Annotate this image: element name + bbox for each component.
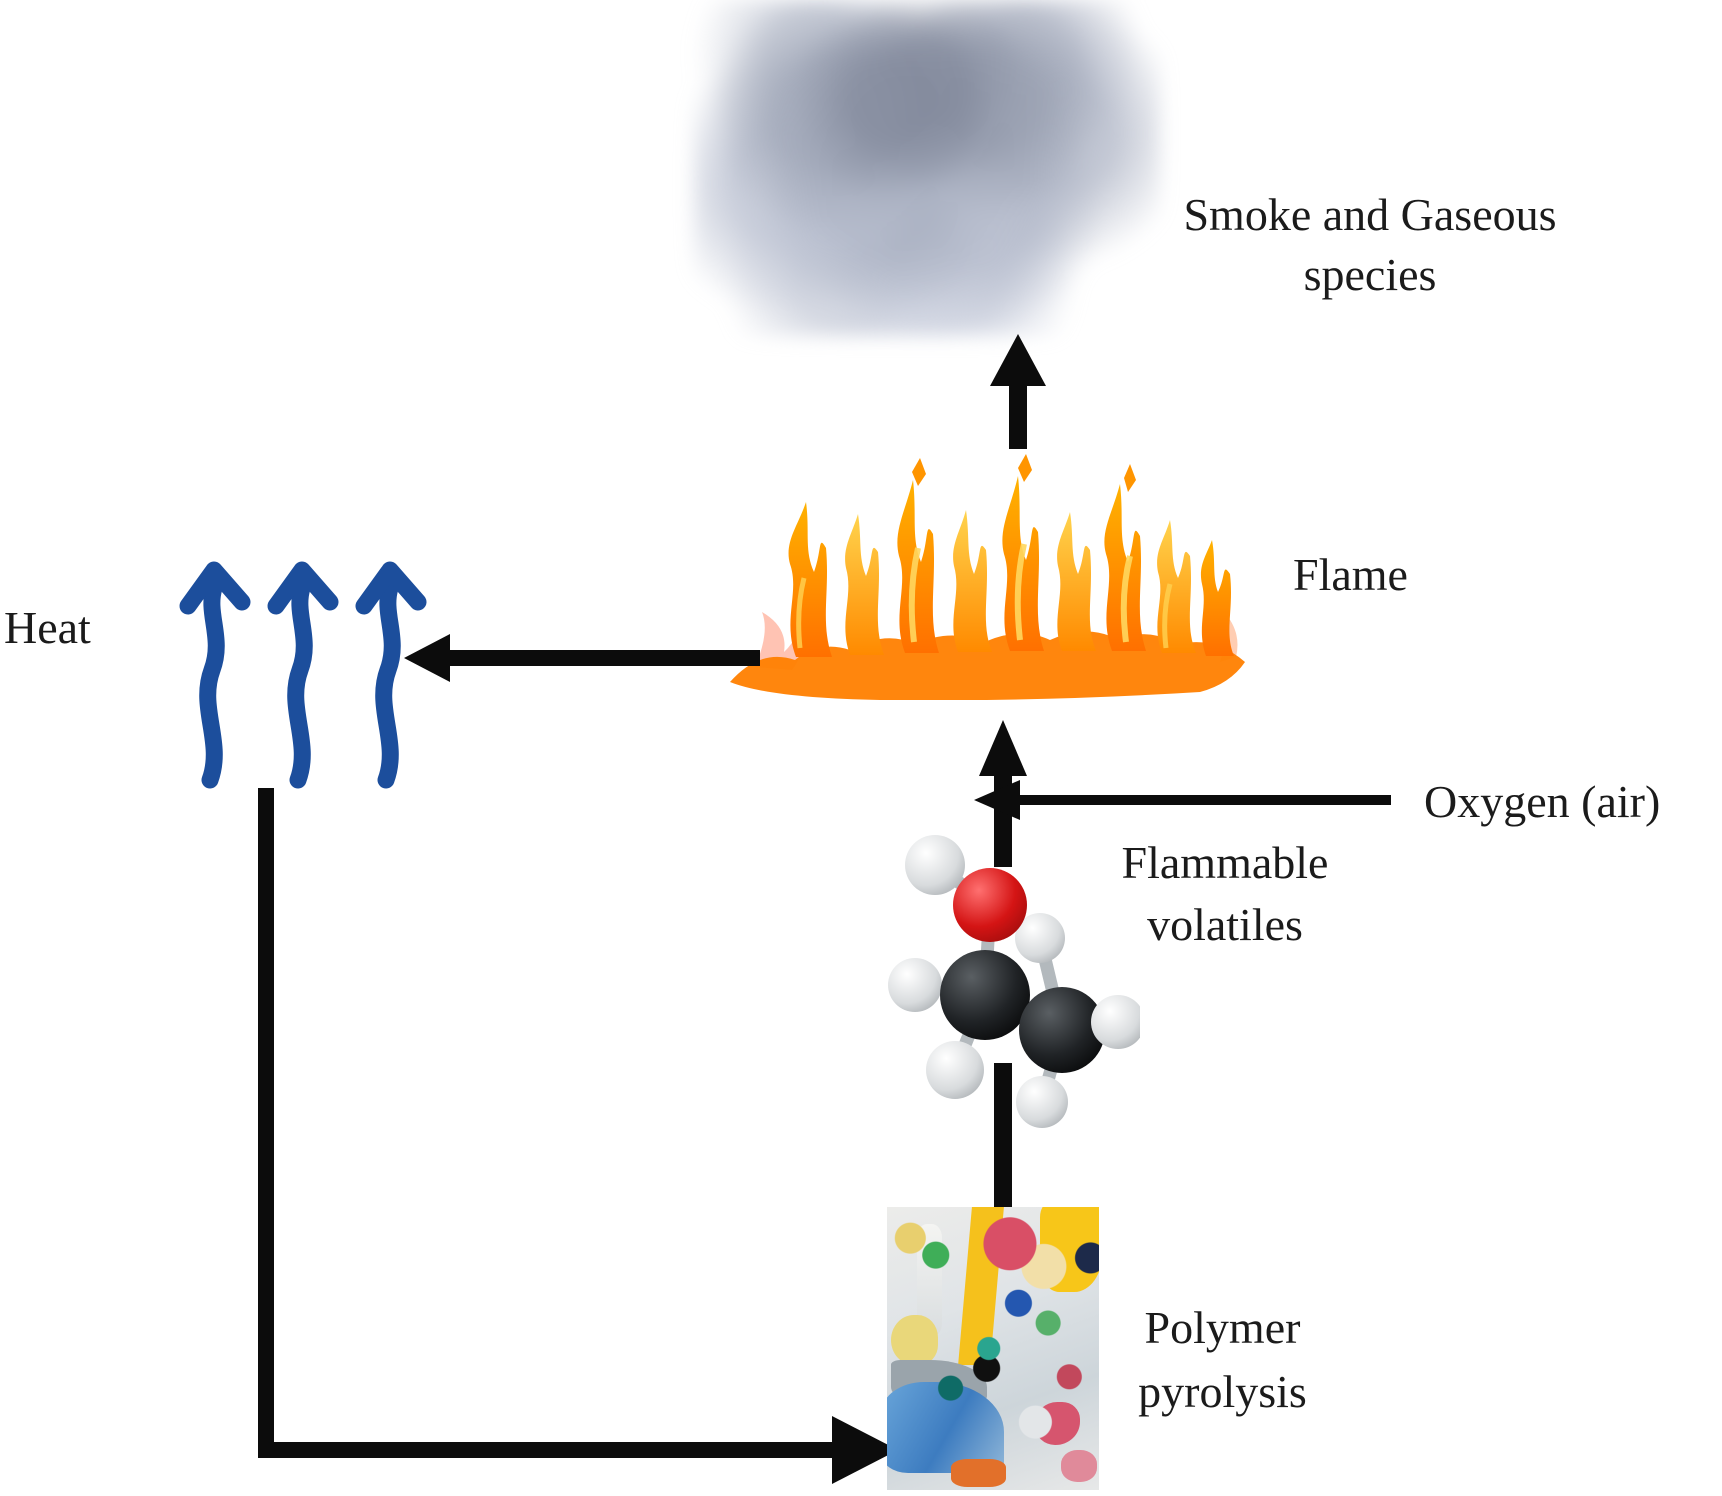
flame-image (730, 454, 1245, 700)
arrow-flame-to-smoke (990, 334, 1046, 449)
plastic-waste-image (887, 1207, 1099, 1490)
hydrogen-atom (1015, 913, 1065, 963)
hydrogen-atom (888, 958, 942, 1012)
plastic-detail (887, 1207, 1099, 1490)
arrow-polymer-to-volatiles (994, 1063, 1012, 1208)
hydrogen-atom (1091, 995, 1140, 1049)
ethanol-molecule-image (888, 835, 1140, 1128)
volatiles-label: Flammable volatiles (1095, 832, 1355, 956)
heat-feedback-arrow (258, 788, 898, 1484)
carbon-atom (1019, 987, 1105, 1073)
volatiles-label-line1: Flammable (1121, 837, 1329, 888)
polymer-label-line2: pyrolysis (1138, 1366, 1307, 1417)
smoke-label-line1: Smoke and Gaseous (1183, 189, 1557, 240)
smoke-label: Smoke and Gaseous species (1165, 185, 1575, 305)
smoke-cloud-image (693, 0, 1161, 336)
hydrogen-atom (926, 1041, 984, 1099)
polymer-label: Polymer pyrolysis (1110, 1296, 1335, 1424)
polymer-label-line1: Polymer (1144, 1302, 1301, 1353)
flame-label: Flame (1293, 549, 1408, 600)
carbon-atom (940, 950, 1030, 1040)
oxygen-arrow (974, 780, 1391, 820)
hydrogen-atom (1016, 1076, 1068, 1128)
oxygen-label: Oxygen (air) (1424, 776, 1661, 827)
hydrogen-atom (905, 835, 965, 895)
heat-arrows-icon (179, 561, 427, 789)
smoke-label-line2: species (1303, 249, 1437, 300)
oxygen-atom (953, 868, 1027, 942)
arrow-flame-to-heat (404, 634, 760, 682)
volatiles-label-line2: volatiles (1147, 899, 1303, 950)
heat-label: Heat (4, 602, 91, 653)
